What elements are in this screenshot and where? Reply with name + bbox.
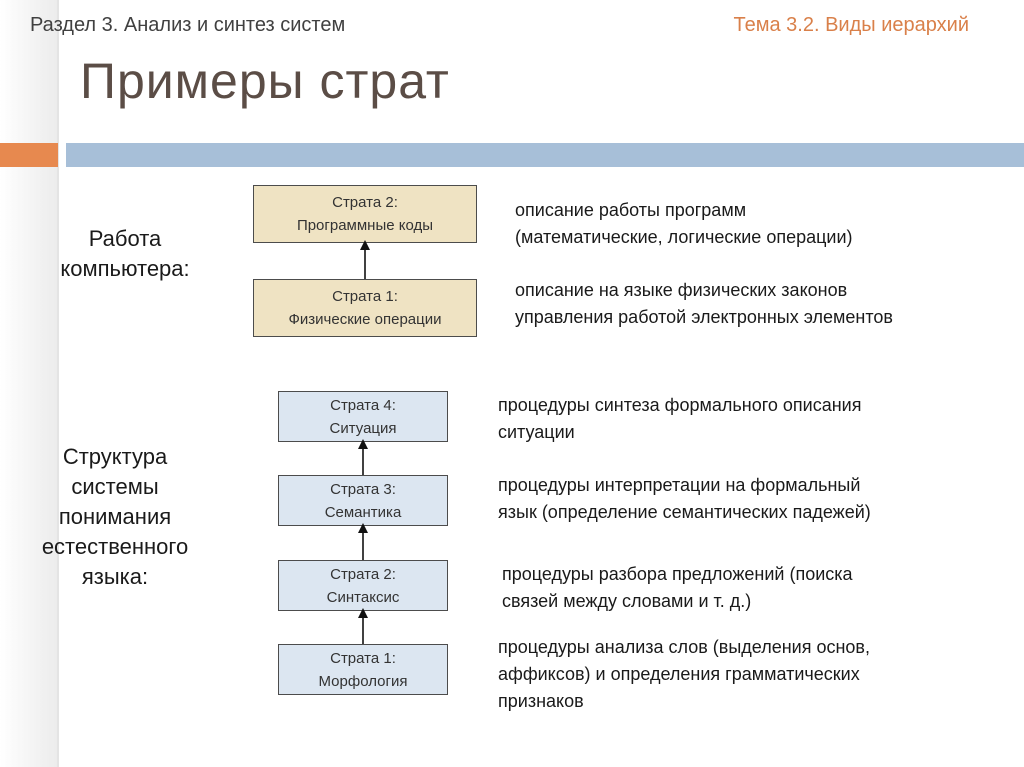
stratum-description: описание работы программ (математические…: [515, 200, 853, 247]
stratum-box-physical: Страта 1: Физические операции: [253, 279, 477, 337]
stratum-desc: Синтаксис: [326, 588, 400, 606]
page-title: Примеры страт: [80, 53, 450, 109]
stratum-description: процедуры интерпретации на формальный яз…: [498, 475, 871, 522]
stratum-description: процедуры анализа слов (выделения основ,…: [498, 637, 870, 711]
stratum-desc: Семантика: [324, 503, 402, 521]
stratum-desc: Программные коды: [296, 217, 434, 234]
stratum-box-syntax: Страта 2: Синтаксис: [278, 560, 448, 611]
stratum-box-situation: Страта 4: Ситуация: [278, 391, 448, 442]
stratum-name: Страта 2:: [330, 565, 396, 583]
stratum-name: Страта 3:: [330, 480, 396, 498]
stratum-name: Страта 4:: [330, 396, 396, 414]
stratum-desc: Морфология: [318, 672, 408, 690]
stratum-description: процедуры разбора предложений (поиска св…: [502, 564, 853, 611]
left-margin-line: [57, 0, 59, 767]
accent-bar-orange: [0, 143, 58, 167]
stratum-desc: Физические операции: [288, 311, 442, 328]
accent-bar-blue: [66, 143, 1024, 167]
stratum-box-morphology: Страта 1: Морфология: [278, 644, 448, 695]
stratum-description: процедуры синтеза формального описания с…: [498, 395, 862, 442]
stratum-name: Страта 1:: [332, 288, 398, 305]
group-label-computer: Работа компьютера:: [60, 226, 190, 281]
stratum-name: Страта 2:: [332, 194, 398, 211]
section-title: Раздел 3. Анализ и синтез систем: [30, 14, 346, 36]
group-label-language: Структура системы понимания естественног…: [41, 444, 189, 589]
stratum-name: Страта 1:: [330, 649, 396, 667]
stratum-description: описание на языке физических законов упр…: [515, 280, 893, 327]
stratum-desc: Ситуация: [329, 419, 397, 437]
left-margin-strip: [0, 0, 58, 767]
stratum-box-programs: Страта 2: Программные коды: [253, 185, 477, 243]
stratum-box-semantics: Страта 3: Семантика: [278, 475, 448, 526]
topic-title: Тема 3.2. Виды иерархий: [733, 14, 969, 36]
